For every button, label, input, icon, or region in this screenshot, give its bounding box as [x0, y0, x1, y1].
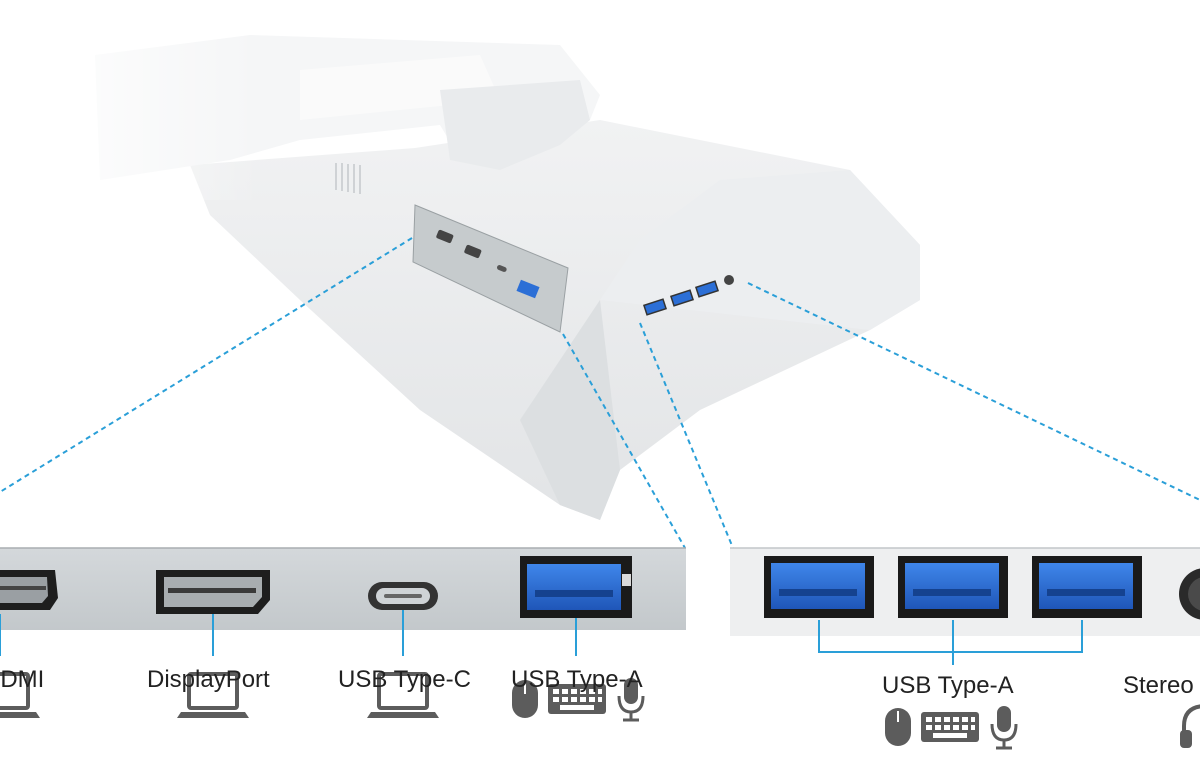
headphones-icon: [1180, 704, 1200, 748]
callout-lines: [0, 237, 1200, 549]
usb-a-port: [898, 556, 1008, 618]
laptop-icon: [177, 672, 249, 718]
displayport-label: DisplayPort: [147, 666, 270, 693]
microphone-icon: [617, 678, 645, 722]
hdmi-label: HDMI: [0, 666, 45, 693]
usb-hub-label: USB Type-A: [882, 672, 1014, 699]
rear-port-plate: [412, 204, 569, 333]
keyboard-icon: [921, 712, 979, 742]
left-port-panel: [0, 547, 686, 630]
side-usb-hub: [642, 275, 734, 316]
usb-a-port: [1032, 556, 1142, 618]
microphone-icon: [990, 706, 1018, 750]
stereo-mini-label: Stereo Mini: [1123, 672, 1200, 699]
mouse-icon: [512, 680, 538, 718]
hdmi-port: [0, 570, 58, 610]
usb-a-port: [520, 556, 632, 618]
right-port-panel: [730, 547, 1200, 636]
usb-c-port: [368, 582, 438, 610]
usb-c-label: USB Type-C: [338, 666, 471, 693]
mouse-icon: [885, 708, 911, 746]
displayport-port: [156, 570, 270, 614]
keyboard-icon: [548, 684, 606, 714]
audio-jack: [1179, 568, 1200, 620]
usb-a-label: USB Type-A: [511, 666, 643, 693]
laptop-icon: [0, 672, 40, 718]
usb-a-port: [764, 556, 874, 618]
laptop-icon: [367, 672, 439, 718]
port-connector-lines: [0, 610, 1083, 665]
